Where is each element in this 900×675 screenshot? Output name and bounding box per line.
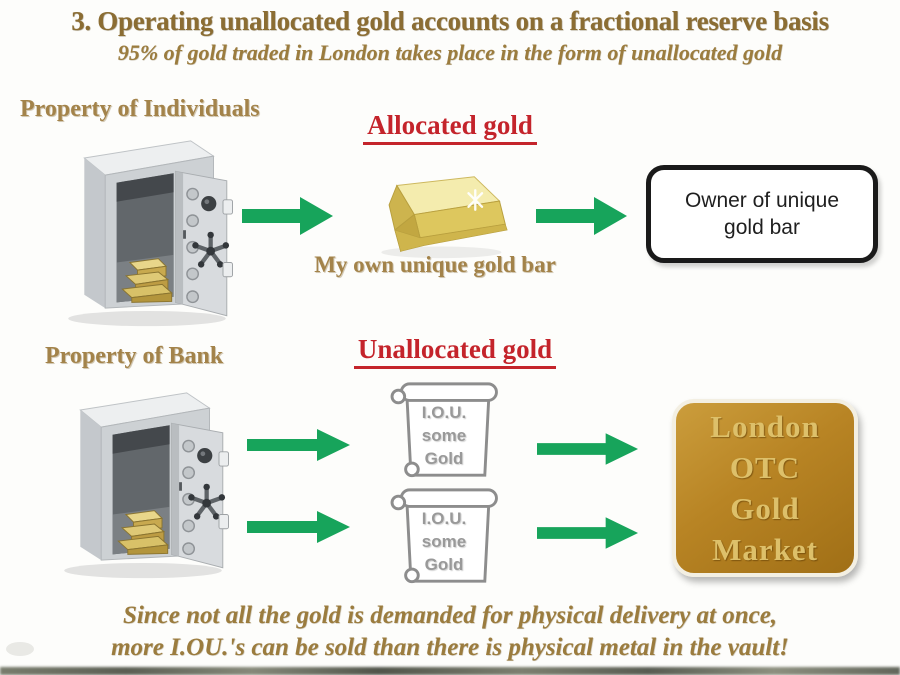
arrow-right-icon bbox=[246, 510, 352, 549]
arrow-right-icon bbox=[537, 516, 639, 555]
bank-vault-icon bbox=[48, 372, 238, 581]
gold-bar-icon bbox=[360, 170, 515, 262]
artifact-smudge bbox=[6, 642, 34, 656]
footer-line1: Since not all the gold is demanded for p… bbox=[122, 602, 778, 629]
iou-text: I.O.U. some Gold bbox=[421, 403, 467, 468]
footer-line2: more I.OU.'s can be sold than there is p… bbox=[111, 634, 789, 661]
arrow-right-icon bbox=[536, 196, 628, 241]
slide-title: 3. Operating unallocated gold accounts o… bbox=[71, 6, 829, 36]
owner-of-gold-bar-box: Owner of unique gold bar bbox=[646, 165, 878, 263]
individuals-label: Property of Individuals bbox=[20, 96, 260, 122]
unallocated-gold-heading: Unallocated gold bbox=[353, 334, 557, 369]
owner-box-line1: Owner of unique bbox=[684, 188, 840, 212]
iou-scroll-icon: I.O.U. some Gold bbox=[385, 486, 503, 588]
arrow-right-icon bbox=[242, 196, 334, 241]
arrow-right-icon bbox=[246, 428, 352, 467]
market-line1: London bbox=[710, 408, 820, 444]
footer-text: Since not all the gold is demanded for p… bbox=[0, 600, 900, 664]
gold-bar-caption: My own unique gold bar bbox=[314, 252, 556, 277]
allocated-gold-heading: Allocated gold bbox=[363, 110, 537, 145]
allocated-gold-heading-wrap: Allocated gold bbox=[335, 110, 565, 145]
iou-text: I.O.U. some Gold bbox=[421, 509, 467, 574]
london-otc-gold-market-box: London OTC Gold Market bbox=[672, 399, 858, 577]
owner-box-line2: gold bar bbox=[724, 216, 800, 239]
bank-label: Property of Bank bbox=[45, 343, 224, 369]
slide-subtitle: 95% of gold traded in London takes place… bbox=[117, 40, 783, 65]
individuals-vault-icon bbox=[52, 120, 242, 329]
market-line3: Gold bbox=[730, 491, 800, 526]
market-line4: Market bbox=[712, 532, 818, 568]
arrow-right-icon bbox=[537, 432, 639, 471]
unallocated-gold-heading-wrap: Unallocated gold bbox=[330, 334, 580, 369]
market-line2: OTC bbox=[729, 449, 801, 485]
video-bottom-strip bbox=[0, 667, 900, 675]
iou-scroll-icon: I.O.U. some Gold bbox=[385, 380, 503, 482]
